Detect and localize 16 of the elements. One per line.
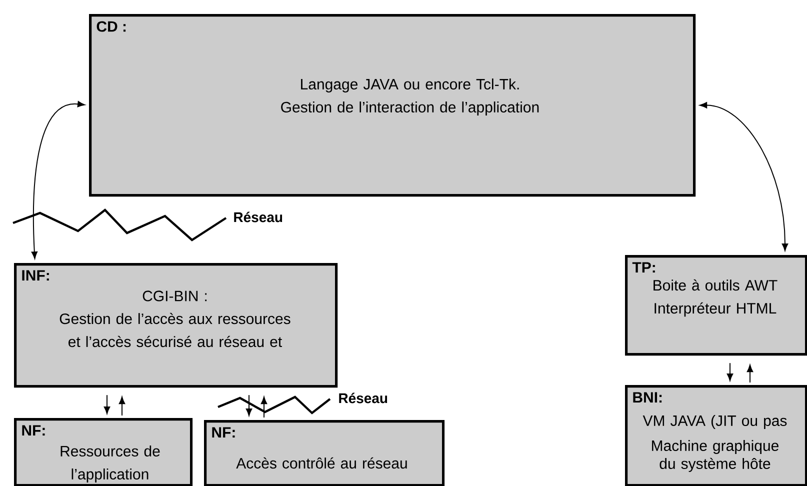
arrow [118,396,126,416]
arrow [726,374,734,381]
arrow [700,102,788,251]
network-label: Réseau [234,212,282,222]
process-box: CD : Langage JAVA ou encore Tcl-Tk. Gestion de l’interaction de l’application [89,14,696,197]
process-box: BNI: VM JAVA (JIT ou pas Machine graphique du système hôte [625,385,807,486]
process-box: TP: Boite à outils AWT Interpréteur HTML [625,255,807,356]
arrow [104,406,110,414]
arrow [746,364,754,383]
process-box: INF: CGI-BIN : Gestion de l’accès aux ressources et l’accès sécurisé au réseau et [14,263,338,388]
arrow [31,101,86,259]
arrow [260,396,268,418]
process-box: NF: Ressources de l’application [14,418,193,486]
process-box: NF: Accès contrôlé au réseau [204,420,445,486]
arrow [246,408,252,416]
network-label: Réseau [339,392,388,404]
